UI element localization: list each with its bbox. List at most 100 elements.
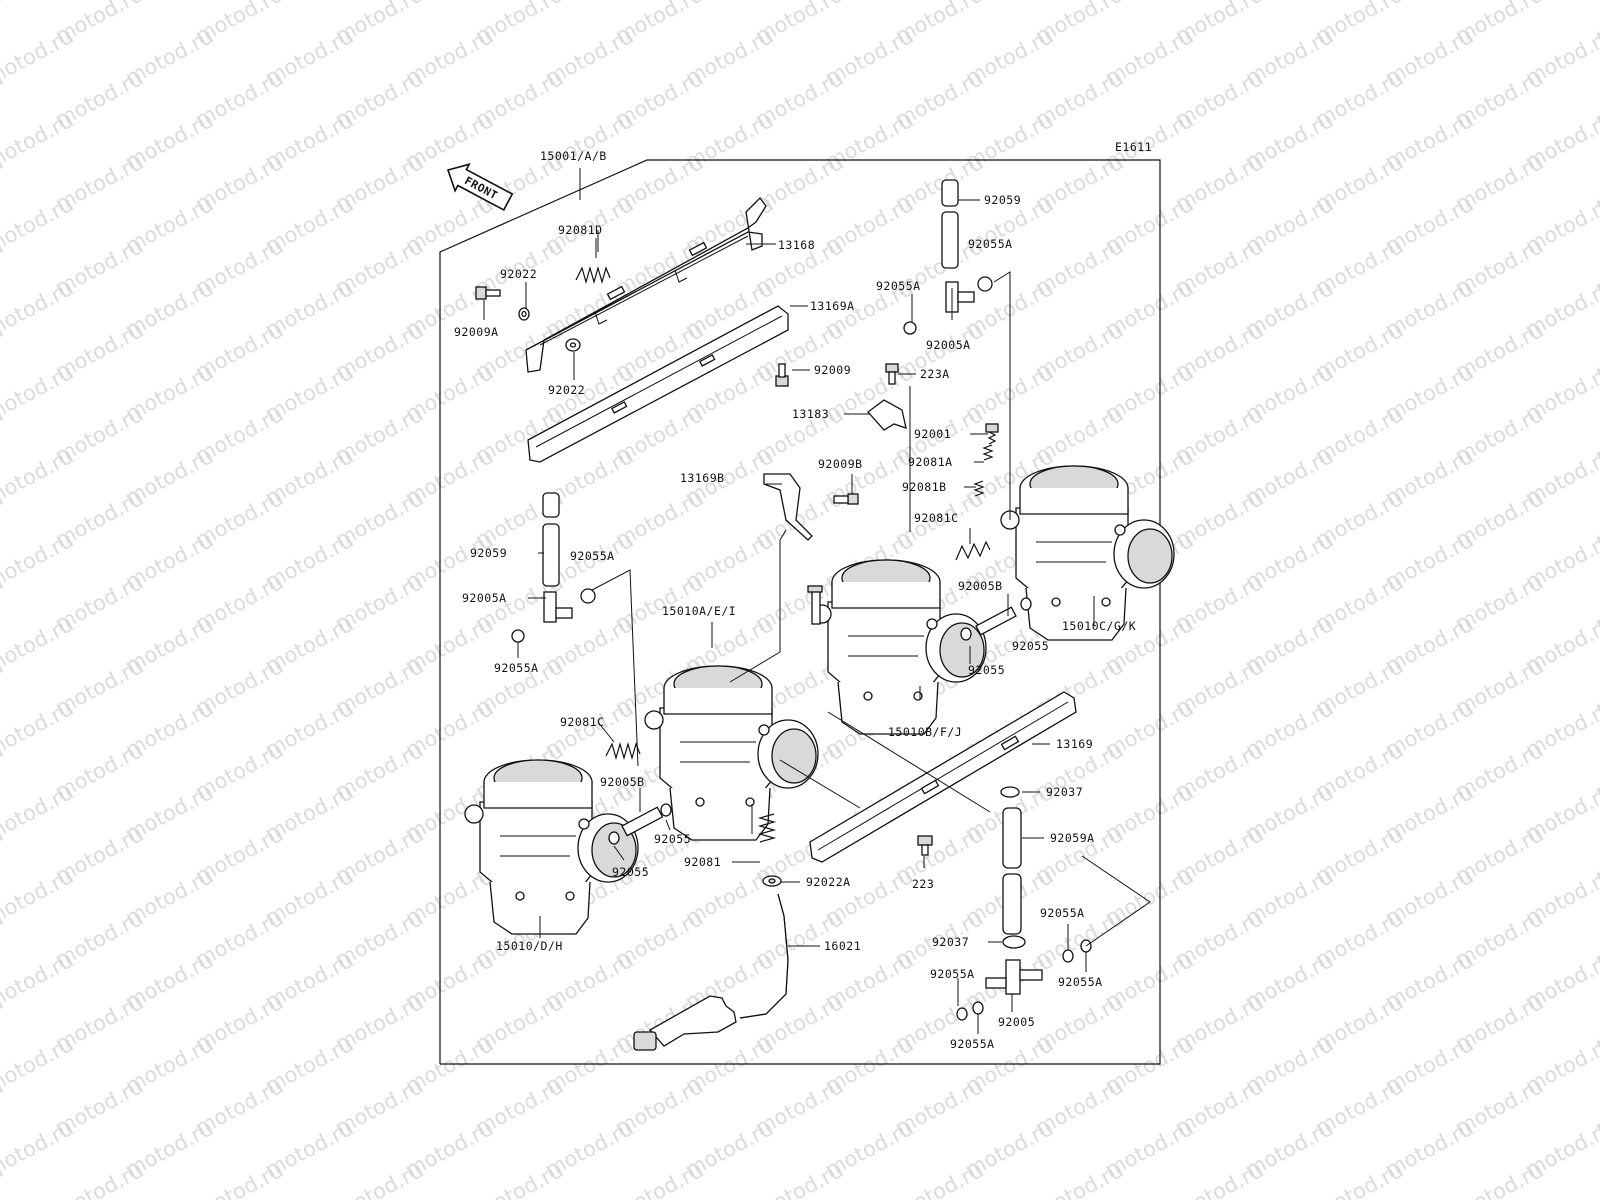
clamp-92037-top-drawing (1000, 786, 1020, 798)
part-label: 15010/D/H (496, 939, 563, 953)
diagram-code: E1611 (1115, 140, 1152, 154)
screw-92001-drawing (985, 423, 999, 445)
oring-92055a-left2-drawing (511, 629, 525, 643)
hose-92059-top-drawing (941, 179, 959, 269)
part-label: 92055 (968, 663, 1005, 677)
part-label: 92055A (494, 661, 539, 675)
oring-92055-right1-drawing (960, 627, 972, 641)
tube-92005b-right-drawing (975, 606, 1017, 636)
cable-16021-drawing (633, 893, 789, 1051)
bracket-13183-drawing (867, 399, 907, 431)
watermark-text: motod.ru (0, 24, 77, 90)
bolt-92009a-drawing (475, 286, 501, 300)
watermark-text: motod.ru (0, 528, 77, 594)
watermark-text: motod.ru (1591, 0, 1600, 48)
watermark-text: motod.ru (0, 276, 77, 342)
part-label: 92022 (500, 267, 537, 281)
bracket-15001-drawing (525, 197, 767, 373)
watermark-text: motod.ru (0, 192, 77, 258)
diagram-frame (439, 159, 1161, 1065)
bracket-13169b-drawing (763, 473, 813, 541)
part-label: 15010B/F/J (888, 725, 962, 739)
watermark-text: motod.ru (0, 1116, 77, 1182)
oring-92055-left2-drawing (608, 831, 620, 845)
part-label: 92081B (902, 480, 947, 494)
bolt-92009-drawing (775, 363, 789, 387)
part-label: 92005A (462, 591, 507, 605)
watermark-text: motod.ru (0, 0, 7, 48)
watermark-text: motod.ru (0, 108, 77, 174)
hose-92059a-drawing (1002, 807, 1022, 935)
screws-middle-carb-drawing (807, 585, 823, 625)
clip-92022a-drawing (762, 875, 782, 887)
part-label: 13169 (1056, 737, 1093, 751)
part-label: 92055A (570, 549, 615, 563)
part-label: 92059A (1050, 831, 1095, 845)
part-label: 13183 (792, 407, 829, 421)
part-label: 223 (912, 877, 934, 891)
fitting-92005a-left-drawing (543, 591, 573, 623)
watermark-text: motod.ru (1171, 1158, 1267, 1200)
oring-92055a-r3-drawing (956, 1007, 968, 1021)
part-label: 92055A (876, 279, 921, 293)
part-label: 92055A (1058, 975, 1103, 989)
watermark-text: motod.ru (0, 612, 77, 678)
part-label: 92022 (548, 383, 585, 397)
part-label: 92081A (908, 455, 953, 469)
part-label: 223A (920, 367, 950, 381)
watermark-text: motod.ru (0, 780, 77, 846)
clamp-92037-bottom-drawing (1002, 935, 1026, 949)
watermark-text: motod.ru (0, 0, 77, 6)
part-label: 92001 (914, 427, 951, 441)
watermark-text: motod.ru (751, 1158, 847, 1200)
watermark-text: motod.ru (0, 360, 77, 426)
spring-92081d-drawing (575, 230, 611, 285)
spring-92081c-right-drawing (955, 540, 991, 561)
part-label: 92005 (998, 1015, 1035, 1029)
part-label: 92059 (470, 546, 507, 560)
fitting-92005a-top-drawing (945, 281, 975, 313)
part-label: 92009B (818, 457, 863, 471)
watermark-text: motod.ru (1031, 1158, 1127, 1200)
part-labels: 15001/A/B 92081D 13168 92022 92009A 9202… (454, 149, 1136, 1051)
oring-92055a-top1-drawing (903, 321, 917, 335)
spring-92081a-drawing (982, 444, 994, 461)
oring-92055-left1-drawing (660, 803, 672, 817)
spring-92081-drawing (757, 813, 777, 843)
part-label: 92055 (612, 865, 649, 879)
part-label: 15001/A/B (540, 149, 607, 163)
part-label: 92055 (654, 832, 691, 846)
part-label: 13169A (810, 299, 855, 313)
watermark-text: motod.ru (1451, 1158, 1547, 1200)
oring-92055a-r1-drawing (1062, 949, 1074, 963)
leader-lines (483, 168, 1151, 1034)
oring-92055a-r4-drawing (972, 1001, 984, 1015)
part-label: 92081C (560, 715, 605, 729)
watermark-text: motod.ru (891, 1158, 987, 1200)
part-label: 15010A/E/I (662, 604, 736, 618)
part-label: 92037 (932, 935, 969, 949)
part-label: 16021 (824, 939, 861, 953)
spring-92081b-drawing (973, 480, 985, 497)
watermark-text: motod.ru (51, 1158, 147, 1200)
part-label: 92022A (806, 875, 851, 889)
fitting-92005-drawing (985, 959, 1043, 995)
watermark-text: motod.ru (1591, 1158, 1600, 1200)
part-label: 13168 (778, 238, 815, 252)
part-label: 92005B (600, 775, 645, 789)
oring-92055a-top2-drawing (977, 276, 993, 292)
part-label: 92055A (968, 237, 1013, 251)
watermark-text: motod.ru (0, 1032, 77, 1098)
part-label: 92059 (984, 193, 1021, 207)
hose-92059-left-drawing (542, 492, 560, 587)
screw-223a-drawing (885, 363, 899, 385)
part-label: 92055A (950, 1037, 995, 1051)
part-label: 92081 (684, 855, 721, 869)
part-label: 92005A (926, 338, 971, 352)
bracket-13169a-drawing (527, 305, 789, 463)
part-label: 92009A (454, 325, 499, 339)
part-label: 13169B (680, 471, 725, 485)
part-label: 92037 (1046, 785, 1083, 799)
